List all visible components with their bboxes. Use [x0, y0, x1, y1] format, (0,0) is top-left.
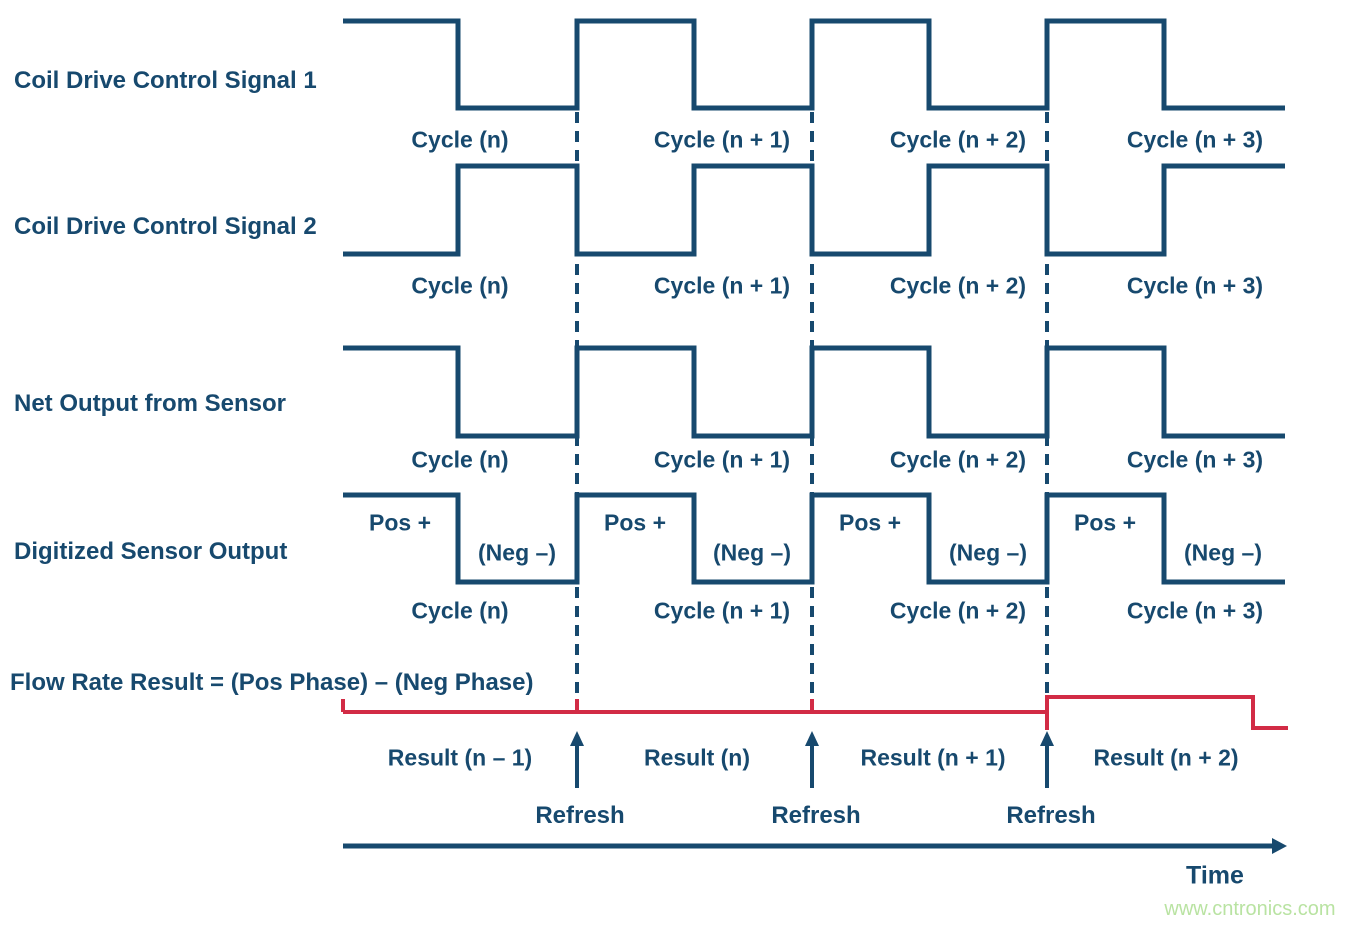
cycle-label: Cycle (n) [411, 126, 509, 153]
signal2-label: Coil Drive Control Signal 2 [14, 213, 317, 240]
refresh-arrowhead [570, 731, 584, 746]
result-label: Result (n + 2) [1093, 744, 1239, 771]
cycle-label: Cycle (n + 1) [653, 126, 791, 153]
pos-phase-label: Pos + [838, 509, 902, 536]
refresh-label: Refresh [771, 802, 861, 829]
result-label: Result (n) [643, 744, 751, 771]
pos-phase-label: Pos + [603, 509, 667, 536]
signal1-label: Coil Drive Control Signal 1 [14, 67, 317, 94]
digitized-output-label: Digitized Sensor Output [14, 538, 288, 565]
cycle-label: Cycle (n + 2) [889, 446, 1027, 473]
cycle-label: Cycle (n + 1) [653, 597, 791, 624]
result-label: Result (n + 1) [860, 744, 1006, 771]
cycle-label: Cycle (n + 3) [1126, 272, 1264, 299]
flow-rate-trace [341, 695, 1288, 730]
pos-phase-label: Pos + [368, 509, 432, 536]
neg-phase-label: (Neg –) [1184, 539, 1262, 566]
signal-trace-4 [343, 492, 1285, 585]
cycle-label: Cycle (n) [411, 597, 509, 624]
net-output-label: Net Output from Sensor [14, 390, 287, 417]
cycle-label: Cycle (n + 3) [1126, 446, 1264, 473]
flow-rate-formula-label: Flow Rate Result = (Pos Phase) – (Neg Ph… [10, 669, 534, 696]
cycle-label: Cycle (n + 1) [653, 446, 791, 473]
signal-trace-1 [343, 18, 1285, 111]
neg-phase-label: (Neg –) [478, 539, 556, 566]
cycle-label: Cycle (n + 3) [1126, 126, 1264, 153]
cycle-label: Cycle (n + 2) [889, 597, 1027, 624]
signal-trace-2 [343, 163, 1285, 257]
cycle-label: Cycle (n + 2) [889, 272, 1027, 299]
cycle-label: Cycle (n + 1) [653, 272, 791, 299]
time-axis-label: Time [1186, 861, 1244, 890]
cycle-label: Cycle (n + 3) [1126, 597, 1264, 624]
result-label: Result (n – 1) [387, 744, 533, 771]
cycle-label: Cycle (n) [411, 446, 509, 473]
pos-phase-label: Pos + [1073, 509, 1137, 536]
cycle-label: Cycle (n + 2) [889, 126, 1027, 153]
refresh-arrowhead [1040, 731, 1054, 746]
cycle-label: Cycle (n) [411, 272, 509, 299]
neg-phase-label: (Neg –) [713, 539, 791, 566]
refresh-label: Refresh [535, 802, 625, 829]
refresh-label: Refresh [1006, 802, 1096, 829]
signal-trace-3 [343, 345, 1285, 439]
neg-phase-label: (Neg –) [949, 539, 1027, 566]
time-axis-arrowhead [1272, 838, 1287, 854]
watermark: www.cntronics.com [1164, 898, 1336, 920]
refresh-arrowhead [805, 731, 819, 746]
